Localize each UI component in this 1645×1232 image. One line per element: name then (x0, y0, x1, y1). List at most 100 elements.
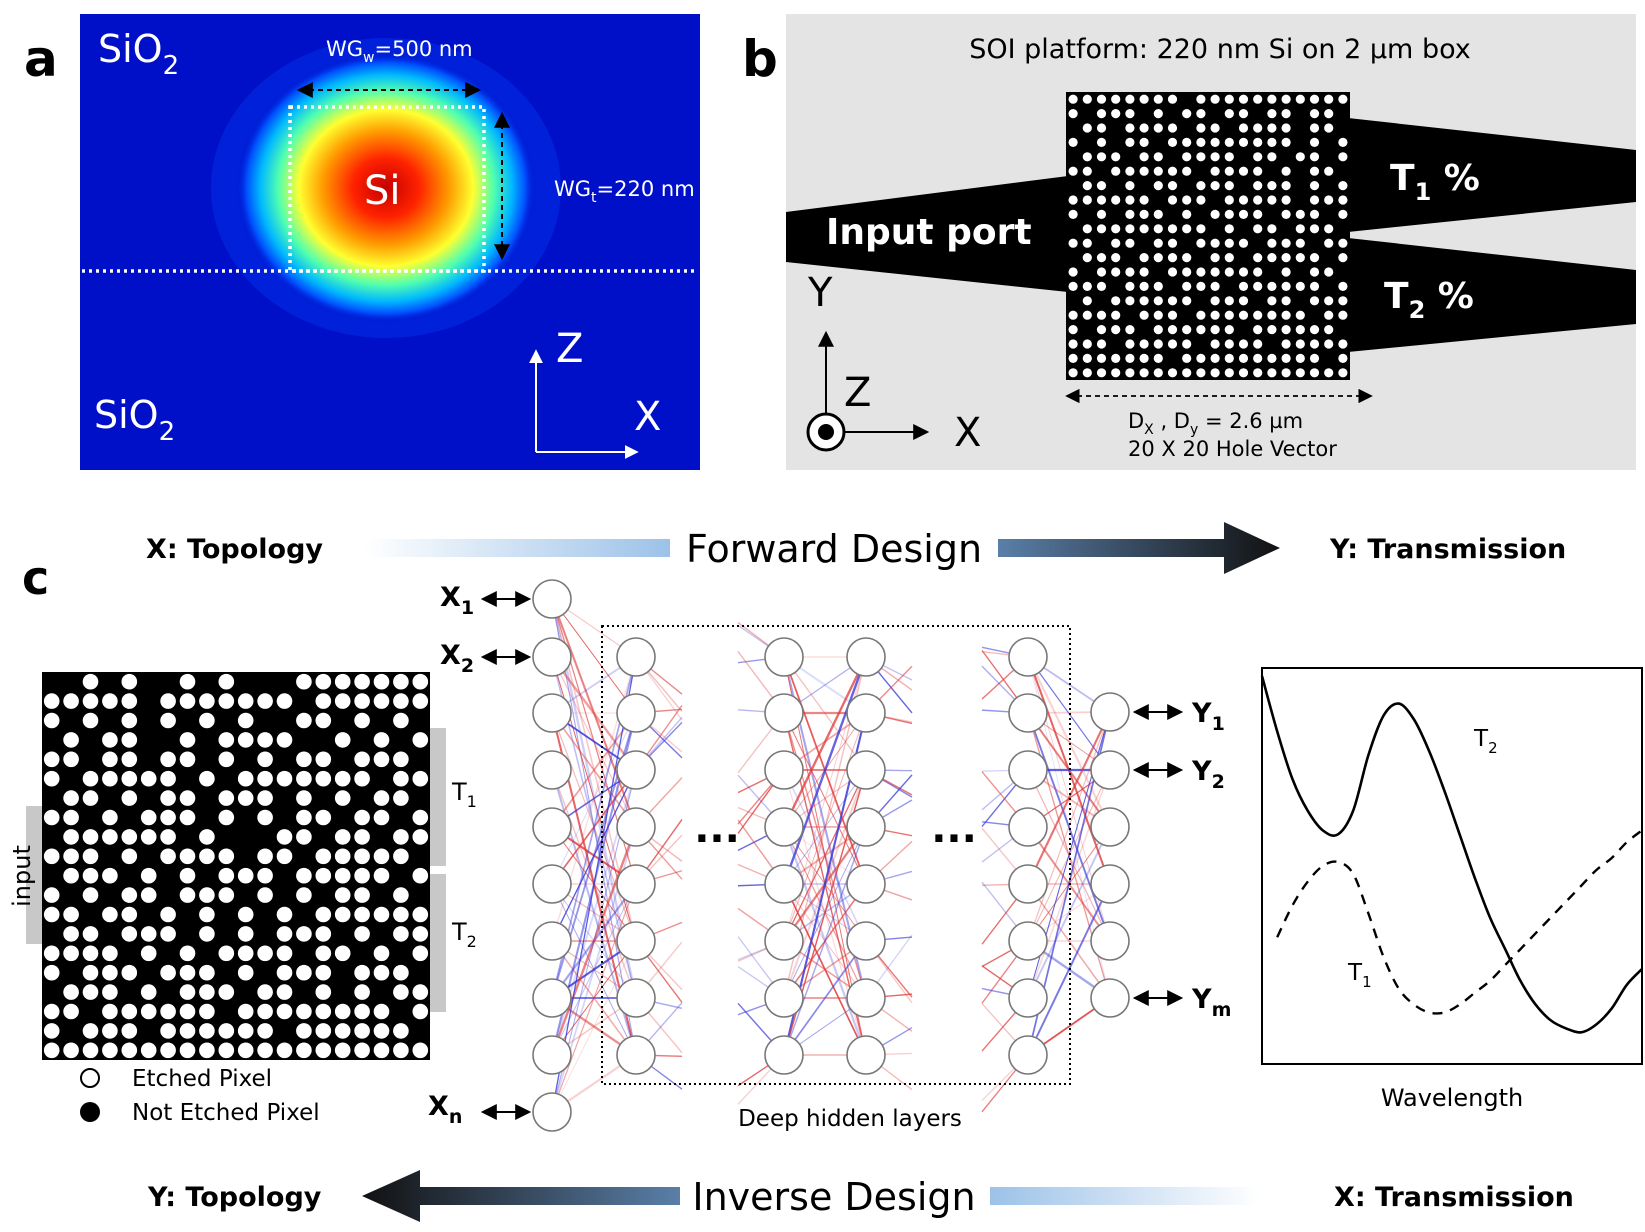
hidden-neuron (1008, 921, 1048, 961)
panel-letter-c: c (22, 551, 49, 605)
etched-pixel (257, 1023, 273, 1039)
forward-arrow-head (998, 522, 1280, 574)
etched-hole (1153, 209, 1163, 219)
axis-z-label-b: Z (844, 370, 871, 416)
etched-pixel (354, 1042, 370, 1059)
inverse-output-label: Y: Topology (147, 1182, 322, 1213)
etched-pixel (140, 1042, 157, 1059)
etched-hole (1281, 137, 1291, 147)
etched-hole (1125, 137, 1135, 147)
etched-hole (1324, 224, 1334, 234)
etched-pixel (373, 848, 390, 865)
etched-pixel (296, 964, 312, 981)
etched-pixel (102, 751, 118, 768)
etched-pixel (257, 790, 273, 806)
hidden-neuron (846, 864, 886, 904)
etched-pixel (140, 945, 157, 962)
etched-hole (1267, 181, 1277, 191)
etched-hole (1324, 310, 1334, 320)
etched-hole (1253, 181, 1263, 191)
etched-pixel (296, 1042, 312, 1059)
etched-pixel (354, 712, 370, 729)
etched-pixel (237, 693, 254, 709)
etched-hole (1125, 368, 1135, 378)
etched-hole (1139, 137, 1149, 147)
etched-pixel (43, 964, 60, 981)
etched-hole (1295, 281, 1305, 291)
etched-pixel (218, 1042, 235, 1059)
etched-hole (1267, 94, 1277, 104)
etched-hole (1182, 296, 1192, 306)
etched-pixel (257, 693, 273, 709)
etched-hole (1111, 267, 1121, 277)
etched-hole (1125, 296, 1135, 306)
etched-hole (1295, 325, 1305, 335)
etched-hole (1082, 123, 1092, 133)
etched-pixel (199, 1003, 215, 1020)
etched-pixel (63, 926, 79, 942)
network-connection (1027, 711, 1111, 942)
etched-hole (1295, 368, 1305, 378)
hidden-neuron (616, 921, 656, 961)
etched-hole (1196, 152, 1206, 162)
etched-hole (1153, 325, 1163, 335)
network-connection (782, 656, 868, 828)
etched-pixel (160, 790, 176, 806)
etched-hole (1253, 166, 1263, 176)
etched-hole (1295, 253, 1305, 263)
etched-hole (1139, 123, 1149, 133)
etched-hole (1295, 152, 1305, 162)
axis-y-label: Y (807, 270, 833, 316)
etched-pixel (237, 964, 254, 981)
wavelength-axis-label: Wavelength (1381, 1084, 1523, 1112)
etched-pixel (276, 945, 293, 962)
etched-pixel (160, 829, 176, 845)
etched-pixel (63, 1042, 79, 1059)
etched-pixel (315, 964, 332, 981)
etched-pixel (179, 964, 196, 981)
sio2-bottom-label: SiO2 (94, 393, 175, 447)
etched-hole (1196, 310, 1206, 320)
etched-hole (1125, 209, 1135, 219)
etched-pixel (102, 945, 118, 962)
etched-hole (1096, 152, 1107, 162)
etched-hole (1309, 368, 1320, 378)
input-neuron (532, 750, 572, 790)
etched-pixel (102, 867, 118, 884)
etched-pixel (393, 673, 409, 690)
etched-hole (1210, 123, 1220, 133)
etched-hole (1153, 238, 1163, 248)
etched-pixel (121, 964, 138, 981)
etched-pixel (140, 867, 157, 884)
axis-x-label-b: X (954, 410, 981, 456)
etched-hole (1153, 253, 1163, 263)
etched-hole (1253, 195, 1263, 205)
etched-pixel (354, 693, 370, 709)
etched-hole (1125, 353, 1135, 363)
etched-hole (1139, 209, 1149, 219)
output-neuron (1090, 692, 1130, 732)
etched-pixel (276, 984, 293, 1000)
etched-hole (1196, 267, 1206, 277)
etched-pixel (334, 945, 351, 962)
etched-hole (1096, 368, 1107, 378)
etched-hole (1153, 368, 1163, 378)
network-connection (551, 769, 637, 885)
output-neuron (1090, 750, 1130, 790)
etched-pixel (43, 770, 60, 787)
etched-hole (1338, 152, 1348, 162)
etched-hole (1338, 181, 1348, 191)
etched-hole (1295, 310, 1305, 320)
etched-pixel (218, 732, 235, 748)
etched-pixel (160, 1023, 176, 1039)
hidden-neuron (764, 1035, 804, 1075)
etched-hole (1238, 339, 1249, 349)
etched-hole (1324, 368, 1334, 378)
etched-pixel (373, 751, 390, 768)
hidden-neuron (764, 750, 804, 790)
etched-pixel (373, 673, 390, 690)
etched-pixel (102, 693, 118, 709)
waveguide-outline (288, 105, 486, 273)
etched-hole (1111, 224, 1121, 234)
etched-pixel (393, 887, 409, 903)
